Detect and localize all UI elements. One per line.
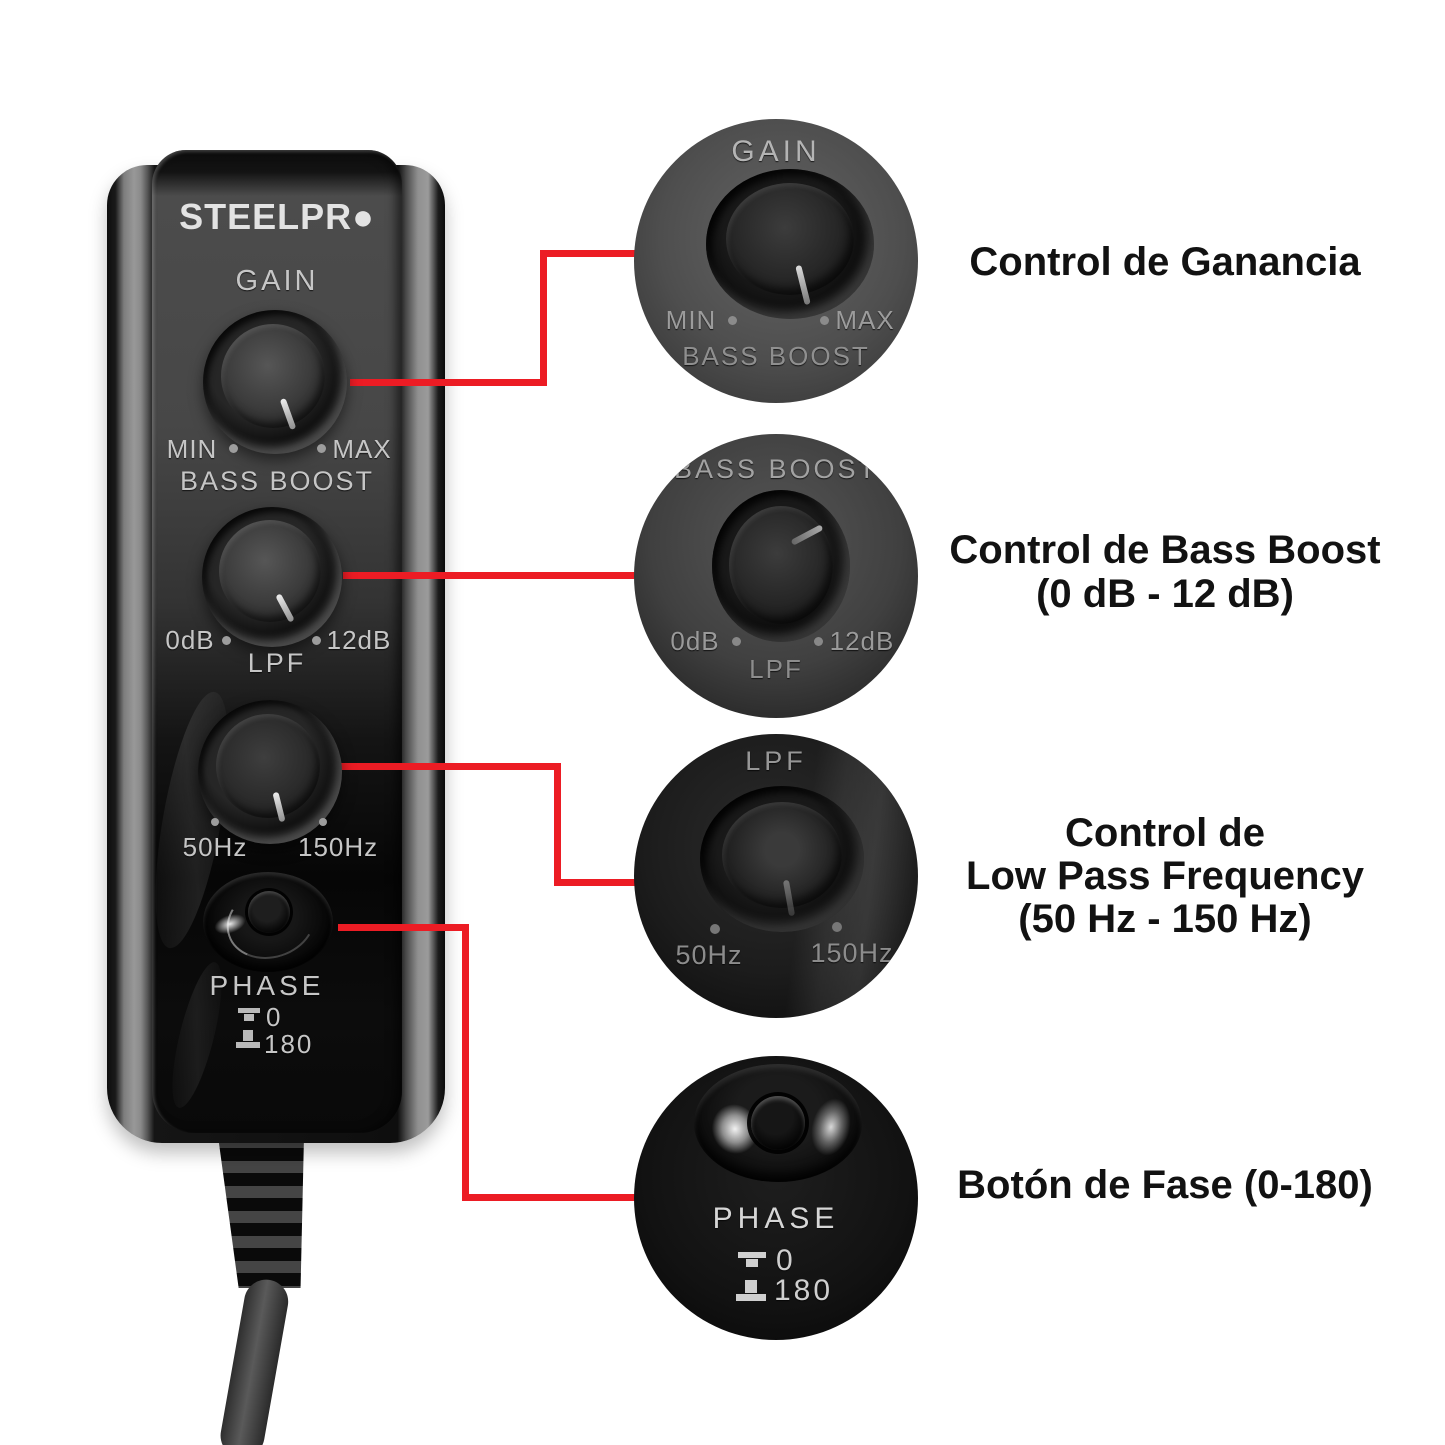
- bass-min-dot: [222, 636, 231, 645]
- callout-bass-knob: [712, 490, 850, 642]
- callout-lpf-knob-cap: [722, 802, 842, 908]
- lpf-max-label: 150Hz: [298, 832, 379, 862]
- cable: [217, 1276, 292, 1445]
- callout-bass-min-label: 0dB: [670, 626, 720, 656]
- callout-phase-title: PHASE: [712, 1202, 840, 1235]
- annotation-gain-label: Control de Ganancia: [935, 240, 1395, 284]
- phase-180-icon: [236, 1030, 260, 1048]
- callout-gain-next-title: BASS BOOST: [682, 341, 870, 371]
- connector-gain-h2: [540, 250, 640, 257]
- callout-bass-max-label: 12dB: [829, 626, 895, 656]
- bass-min-label: 0dB: [165, 625, 215, 655]
- phase-0-icon: [238, 1008, 260, 1022]
- callout-gain: GAIN MIN MAX BASS BOOST: [634, 119, 918, 403]
- callout-gain-max-label: MAX: [835, 305, 895, 335]
- callout-phase-0-icon: [738, 1252, 766, 1268]
- bass-knob-cap: [219, 520, 321, 622]
- annotation-bass-label: Control de Bass Boost (0 dB - 12 dB): [935, 528, 1395, 616]
- phase-title: PHASE: [209, 970, 325, 1001]
- annotation-bass-line1: Control de Bass Boost: [949, 528, 1381, 572]
- connector-lpf-v: [554, 763, 561, 886]
- callout-gain-title: GAIN: [731, 135, 821, 168]
- gain-knob-cap: [221, 324, 325, 428]
- callout-gain-max-dot: [820, 316, 829, 325]
- gain-max-label: MAX: [332, 434, 392, 464]
- brand-text: STEELPR: [179, 196, 353, 237]
- callout-bass-title: BASS BOOST: [673, 454, 879, 484]
- gain-max-dot: [317, 444, 326, 453]
- connector-gain-h1: [350, 379, 547, 386]
- annotation-lpf-line2: Low Pass Frequency: [966, 854, 1364, 898]
- callout-phase-button: [751, 1096, 805, 1150]
- callout-lpf-knob: [700, 786, 864, 932]
- gain-title: GAIN: [235, 265, 319, 297]
- connector-phase-v: [462, 924, 469, 1201]
- callout-bass-min-dot: [732, 637, 741, 646]
- brand-logo: STEELPR●: [152, 196, 402, 238]
- lpf-max-dot: [319, 818, 327, 826]
- annotation-gain-line1: Control de Ganancia: [969, 240, 1361, 284]
- callout-lpf-title: LPF: [745, 746, 807, 776]
- callout-phase-180-label: 180: [774, 1274, 834, 1307]
- gain-min-dot: [229, 444, 238, 453]
- callout-lpf: LPF 50Hz 150Hz: [634, 734, 918, 1018]
- gain-min-label: MIN: [166, 434, 218, 464]
- callout-lpf-max-label: 150Hz: [810, 938, 894, 968]
- bass-max-label: 12dB: [326, 625, 392, 655]
- connector-phase-h2: [462, 1194, 642, 1201]
- callout-bass-max-dot: [814, 637, 823, 646]
- annotation-phase-line1: Botón de Fase (0-180): [957, 1163, 1373, 1207]
- callout-gain-knob-cap: [726, 183, 854, 295]
- lpf-knob-cap: [216, 714, 320, 818]
- annotation-phase-label: Botón de Fase (0-180): [935, 1163, 1395, 1207]
- callout-gain-min-label: MIN: [665, 305, 717, 335]
- lpf-knob: [198, 700, 342, 844]
- callout-lpf-min-dot: [710, 924, 720, 934]
- gain-knob: [203, 310, 347, 454]
- phase-0-label: 0: [266, 1002, 283, 1032]
- annotation-lpf-line1: Control de: [1065, 811, 1265, 855]
- connector-gain-v: [540, 250, 547, 386]
- callout-phase-180-icon: [736, 1280, 766, 1302]
- callout-gain-min-dot: [728, 316, 737, 325]
- callout-phase-0-label: 0: [776, 1244, 796, 1277]
- connector-phase-h1: [338, 924, 469, 931]
- lpf-min-label: 50Hz: [182, 832, 248, 862]
- callout-phase: PHASE 0 180: [634, 1056, 918, 1340]
- annotation-lpf-line3: (50 Hz - 150 Hz): [1018, 897, 1312, 941]
- callout-lpf-min-label: 50Hz: [675, 940, 743, 970]
- brand-dot-icon: ●: [352, 196, 375, 237]
- callout-bass-knob-cap: [729, 506, 833, 624]
- callout-bass-boost: BASS BOOST 0dB 12dB LPF: [634, 434, 918, 718]
- bass-title: BASS BOOST: [179, 466, 375, 496]
- callout-bass-next-title: LPF: [749, 654, 803, 684]
- phase-button: [248, 891, 290, 933]
- callout-gain-knob: [706, 169, 874, 319]
- annotation-lpf-label: Control de Low Pass Frequency (50 Hz - 1…: [935, 812, 1395, 941]
- lpf-title: LPF: [247, 648, 307, 678]
- lpf-min-dot: [211, 818, 219, 826]
- bass-max-dot: [312, 636, 321, 645]
- connector-bass-h: [343, 572, 643, 579]
- callout-lpf-max-dot: [832, 922, 842, 932]
- cable-strain-relief: [218, 1136, 304, 1288]
- annotation-bass-line2: (0 dB - 12 dB): [1036, 572, 1294, 616]
- connector-lpf-h2: [554, 879, 646, 886]
- bass-knob: [202, 507, 342, 647]
- connector-lpf-h1: [339, 763, 561, 770]
- phase-180-label: 180: [264, 1029, 314, 1059]
